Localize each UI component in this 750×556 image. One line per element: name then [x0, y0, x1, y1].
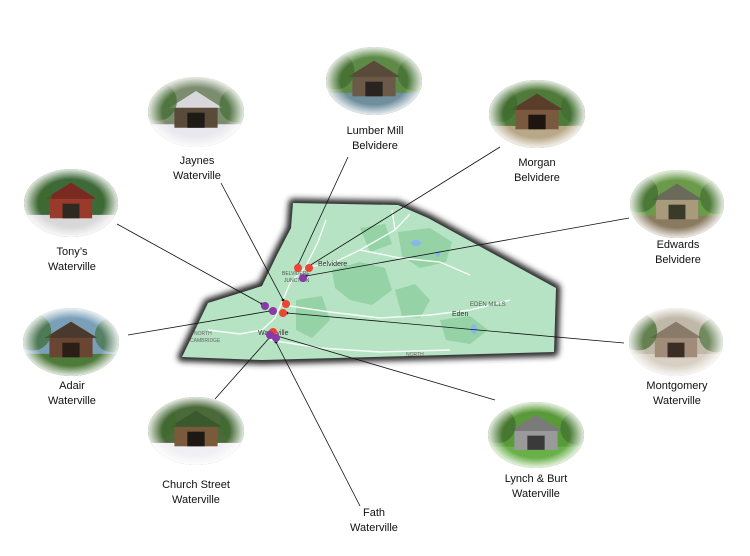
caption-town: Belvidere	[655, 254, 701, 266]
label-eden-mills: EDEN MILLS	[470, 302, 506, 308]
leader-lines	[116, 146, 630, 507]
marker-lynch-burt[interactable]	[266, 331, 274, 339]
leader-line-jaynes	[220, 182, 284, 301]
marker-adair[interactable]	[269, 307, 277, 315]
caption-jaynes: Jaynes Waterville	[127, 154, 267, 184]
leader-line-morgan	[308, 146, 501, 267]
marker-tonys[interactable]	[261, 302, 269, 310]
marker-lumber-mill[interactable]	[294, 264, 302, 272]
caption-name: Lynch & Burt	[504, 473, 568, 485]
marker-fath[interactable]	[272, 334, 280, 342]
bridge-markers[interactable]	[261, 264, 313, 342]
caption-town: Waterville	[48, 395, 96, 407]
photo-tonys	[24, 169, 118, 237]
caption-town: Waterville	[48, 261, 96, 273]
caption-tonys: Tony’s Waterville	[2, 245, 142, 275]
leader-line-church-street	[214, 335, 272, 400]
caption-lynch-burt: Lynch & Burt Waterville	[466, 472, 606, 502]
photo-adair	[23, 308, 119, 376]
caption-name: Fath	[362, 507, 385, 519]
caption-town: Waterville	[172, 494, 220, 506]
caption-town: Belvidere	[514, 172, 560, 184]
caption-morgan: Morgan Belvidere	[467, 156, 607, 186]
photo-edwards	[630, 170, 724, 238]
caption-name: Jaynes	[179, 155, 215, 167]
caption-name: Lumber Mill	[346, 125, 404, 137]
leader-line-tonys	[116, 223, 263, 305]
marker-edwards[interactable]	[299, 274, 307, 282]
label-belvidere-junction-2: JUNCTION	[284, 278, 310, 284]
leader-arrowhead-jaynes	[281, 298, 285, 302]
caption-church-street: Church Street Waterville	[126, 478, 266, 508]
label-north: NORTH	[406, 352, 424, 358]
label-north-cambridge-2: CAMBRIDGE	[190, 338, 221, 344]
caption-town: Waterville	[653, 395, 701, 407]
caption-fath: Fath Waterville	[304, 506, 444, 536]
photo-morgan	[489, 80, 585, 148]
caption-name: Church Street	[162, 479, 230, 491]
label-north-cambridge-1: NORTH	[194, 331, 212, 337]
photo-church-street	[148, 397, 244, 465]
caption-montgomery: Montgomery Waterville	[607, 379, 747, 409]
label-belvidere: Belvidere	[318, 261, 347, 268]
marker-morgan[interactable]	[305, 264, 313, 272]
leader-line-lumber-mill	[297, 156, 349, 266]
photo-jaynes	[148, 77, 244, 147]
caption-town: Belvidere	[352, 140, 398, 152]
marker-jaynes[interactable]	[282, 300, 290, 308]
bridge-photos	[23, 47, 724, 468]
caption-lumber-mill: Lumber Mill Belvidere	[305, 124, 445, 154]
caption-edwards: Edwards Belvidere	[608, 238, 748, 268]
photo-montgomery	[629, 308, 723, 376]
caption-name: Edwards	[656, 239, 700, 251]
leader-line-adair	[127, 310, 271, 336]
caption-adair: Adair Waterville	[2, 379, 142, 409]
caption-town: Waterville	[512, 488, 560, 500]
caption-town: Waterville	[350, 522, 398, 534]
photo-lumber-mill	[326, 47, 422, 115]
town-map[interactable]: Belvidere BELVIDERE JUNCTION EDEN MILLS …	[177, 198, 561, 365]
forest-areas	[296, 224, 488, 344]
photo-lynch-burt	[488, 402, 584, 468]
leader-line-montgomery	[286, 312, 625, 344]
caption-name: Montgomery	[646, 380, 708, 392]
caption-name: Adair	[59, 380, 85, 392]
caption-town: Waterville	[173, 170, 221, 182]
label-eden: Eden	[452, 311, 468, 318]
label-belvidere-junction-1: BELVIDERE	[282, 271, 310, 277]
leader-line-fath	[275, 341, 361, 507]
leader-line-lynch-burt	[276, 335, 496, 401]
caption-name: Tony’s	[56, 246, 88, 258]
roads	[207, 209, 511, 353]
leader-line-edwards	[305, 217, 630, 277]
marker-montgomery[interactable]	[279, 309, 287, 317]
caption-name: Morgan	[518, 157, 556, 169]
